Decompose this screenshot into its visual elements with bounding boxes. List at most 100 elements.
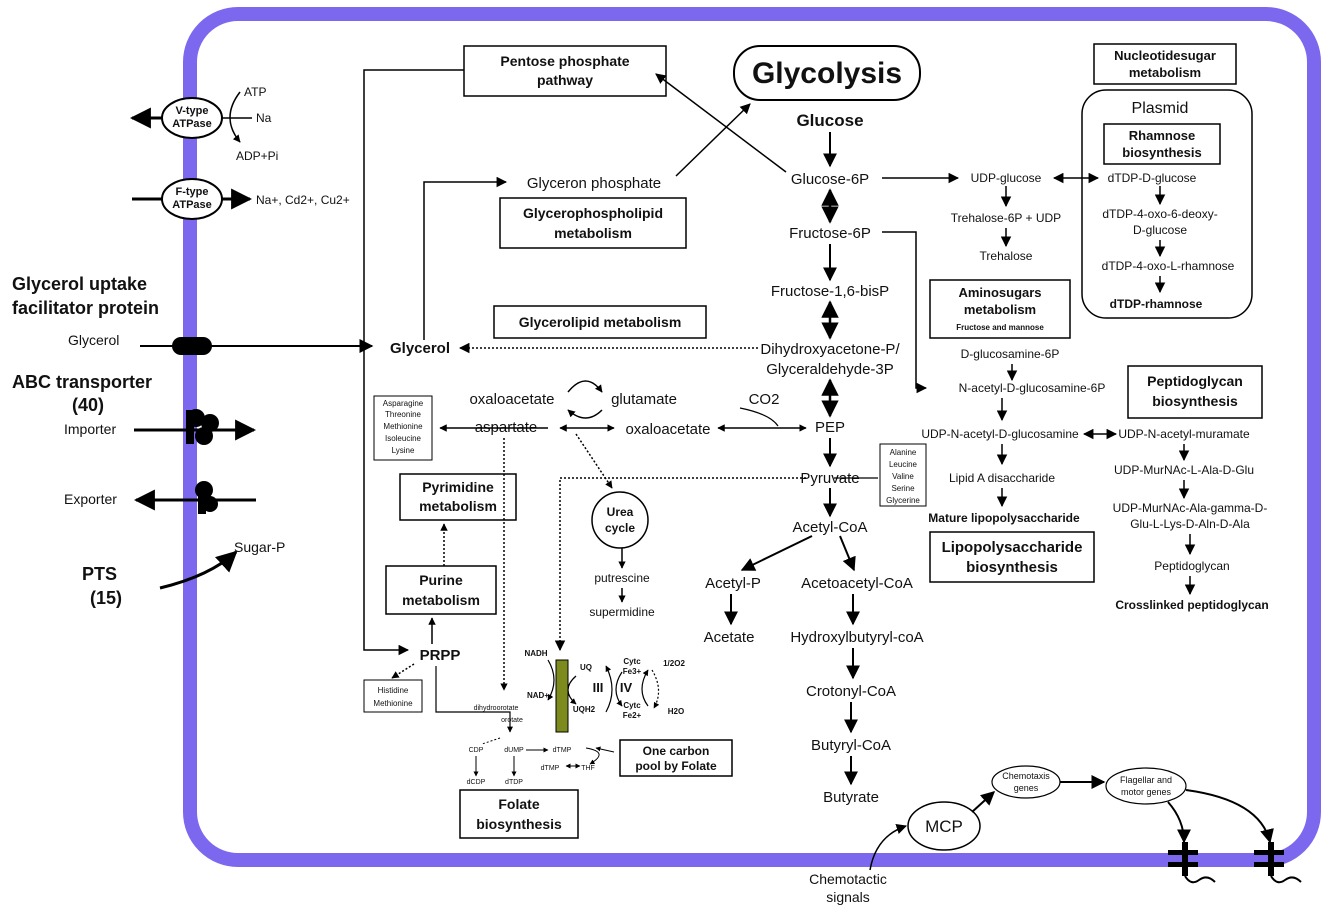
flagellar-genes-2: motor genes [1121, 787, 1172, 797]
urea-label-2: cycle [605, 521, 635, 535]
aminosugars-label-2: metabolism [964, 302, 1036, 317]
folate-label-2: biosynthesis [476, 816, 562, 832]
aa-aspartate-4: Isoleucine [385, 434, 422, 443]
peptidoglycan-label-2: biosynthesis [1152, 393, 1238, 409]
onecarbon-label-2: pool by Folate [635, 759, 717, 773]
metabolite-glutamate: glutamate [611, 391, 677, 408]
pts-title-1: PTS [82, 564, 117, 584]
plasmid-label: Plasmid [1132, 100, 1189, 117]
metabolite-oxaloacetate-1: oxaloacetate [469, 391, 554, 408]
metabolite-dcdp: dCDP [467, 779, 486, 786]
metabolite-dtmp-2: dTMP [541, 765, 560, 772]
atp-label: ATP [244, 85, 266, 99]
pyrimidine-label-1: Pyrimidine [422, 479, 494, 495]
glycerolipid-label: Glycerolipid metabolism [519, 314, 682, 330]
metabolite-pep: PEP [815, 419, 845, 436]
nucleotidesugar-label-1: Nucleotidesugar [1114, 48, 1216, 63]
box-one-carbon: One carbon pool by Folate [619, 739, 733, 777]
metabolite-pyruvate: Pyruvate [800, 470, 859, 487]
chemotaxis-genes-1: Chemotaxis [1002, 771, 1050, 781]
metabolite-glycerol-inside: Glycerol [390, 340, 450, 357]
metabolite-thf: THF [581, 765, 595, 772]
nad-label: NAD+ [527, 691, 549, 700]
metabolite-supermidine: supermidine [589, 605, 655, 619]
chemotaxis: MCP Chemotaxis genes Flagellar and motor… [809, 765, 1302, 905]
na-label: Na [256, 111, 272, 125]
metabolite-lipida: Lipid A disaccharide [949, 471, 1055, 485]
sugar-pathways: UDP-glucose dTDP-D-glucose Trehalose-6P … [882, 171, 1269, 612]
importer-label: Importer [64, 421, 116, 437]
rhamnose-label-2: biosynthesis [1122, 145, 1201, 160]
metabolite-lps-mature: Mature lipopolysaccharide [928, 511, 1080, 525]
cytc-fe2-2: Fe2+ [623, 711, 642, 720]
metabolite-dhap: Dihydroxyacetone-P/ [760, 341, 900, 358]
transamination-arc-top [567, 380, 603, 393]
metabolite-crotonyl: Crotonyl-CoA [806, 683, 896, 700]
glycerol-channel [172, 337, 212, 355]
metabolite-udpmur2-2: Glu-L-Lys-D-Aln-D-Ala [1130, 517, 1250, 531]
h2o-label: H2O [668, 707, 684, 716]
peptidoglycan-label-1: Peptidoglycan [1147, 373, 1243, 389]
aa-aspartate-3: Methionine [383, 422, 423, 431]
pts-title-2: (15) [90, 588, 122, 608]
metabolite-dtdp4oxo-1: dTDP-4-oxo-6-deoxy- [1102, 207, 1217, 221]
aa-pyruvate-1: Alanine [890, 448, 917, 457]
metabolite-dtdp: dTDP [505, 779, 523, 786]
prpp-to-histidine-arrow [391, 663, 415, 679]
metabolite-acetylp: Acetyl-P [705, 575, 761, 592]
metabolite-f16bp: Fructose-1,6-bisP [771, 283, 889, 300]
aa-prpp-2: Methionine [373, 699, 413, 708]
metabolite-glucose: Glucose [796, 111, 863, 130]
lps-label-2: biosynthesis [966, 559, 1058, 576]
glycerol-to-glyceronp-arrow [423, 176, 508, 340]
ftype-label-1: F-type [176, 186, 209, 198]
pyruvate-to-nadh-arrow [554, 477, 806, 652]
g6p-to-ppp-arrow [655, 73, 787, 173]
glycerophospholipid-label-1: Glycerophospholipid [523, 205, 663, 221]
metabolite-udpnam: UDP-N-acetyl-muramate [1118, 427, 1250, 441]
glycolysis-title: Glycolysis [752, 57, 902, 90]
aa-pyruvate-3: Valine [892, 472, 914, 481]
lps-label-1: Lipopolysaccharide [942, 539, 1083, 556]
box-purine: Purine metabolism [385, 565, 497, 615]
metabolite-oxaloacetate-2: oxaloacetate [625, 421, 710, 438]
metabolite-dtdprham: dTDP-rhamnose [1110, 297, 1203, 311]
importer-transporter: Importer [64, 409, 257, 445]
complex-membrane-bar [555, 659, 569, 733]
vtype-label-1: V-type [175, 105, 208, 117]
glyceronp-to-glycolysis-arrow [675, 103, 751, 177]
metabolite-g3p: Glyceraldehyde-3P [766, 361, 894, 378]
onecarbon-label-1: One carbon [643, 744, 710, 758]
pts-arrow [159, 550, 238, 590]
ions-label: Na+, Cd2+, Cu2+ [256, 193, 350, 207]
adp-label: ADP+Pi [236, 149, 278, 163]
metabolite-udpglucose: UDP-glucose [971, 171, 1042, 185]
purine-label-2: metabolism [402, 592, 480, 608]
metabolite-crosslinked: Crosslinked peptidoglycan [1115, 598, 1268, 612]
metabolite-acetylcoa: Acetyl-CoA [792, 519, 867, 536]
box-aa-aspartate: Asparagine Threonine Methionine Isoleuci… [373, 395, 433, 461]
abc-title-1: ABC transporter [12, 372, 152, 392]
complex-iii-label: III [593, 680, 604, 695]
cytc-fe3-1: Cytc [623, 657, 641, 666]
nucleotidesugar-label-2: metabolism [1129, 65, 1201, 80]
metabolite-cdp: CDP [469, 747, 484, 754]
chemotaxis-genes-2: genes [1014, 783, 1039, 793]
flagellum-2 [1254, 842, 1302, 884]
chemotactic-signals-2: signals [826, 889, 870, 905]
box-aa-prpp: Histidine Methionine [363, 679, 423, 713]
metabolite-glyceronp: Glyceron phosphate [527, 175, 661, 192]
metabolite-nacetyl: N-acetyl-D-glucosamine-6P [959, 381, 1106, 395]
aa-pyruvate-5: Glycerine [886, 496, 920, 505]
box-folate: Folate biosynthesis [459, 789, 579, 839]
box-aa-pyruvate: Alanine Leucine Valine Serine Glycerine [879, 443, 927, 507]
urea-cycle-circle [591, 491, 649, 549]
v-type-atpase: V-type ATPase ATP Na ADP+Pi [129, 85, 278, 163]
metabolite-udpmur1: UDP-MurNAc-L-Ala-D-Glu [1114, 463, 1254, 477]
metabolite-butyryl: Butyryl-CoA [811, 737, 891, 754]
sugarp-label: Sugar-P [234, 539, 285, 555]
metabolite-hydroxybutyryl: Hydroxylbutyryl-coA [790, 629, 923, 646]
ppp-label-1: Pentose phosphate [500, 53, 629, 69]
